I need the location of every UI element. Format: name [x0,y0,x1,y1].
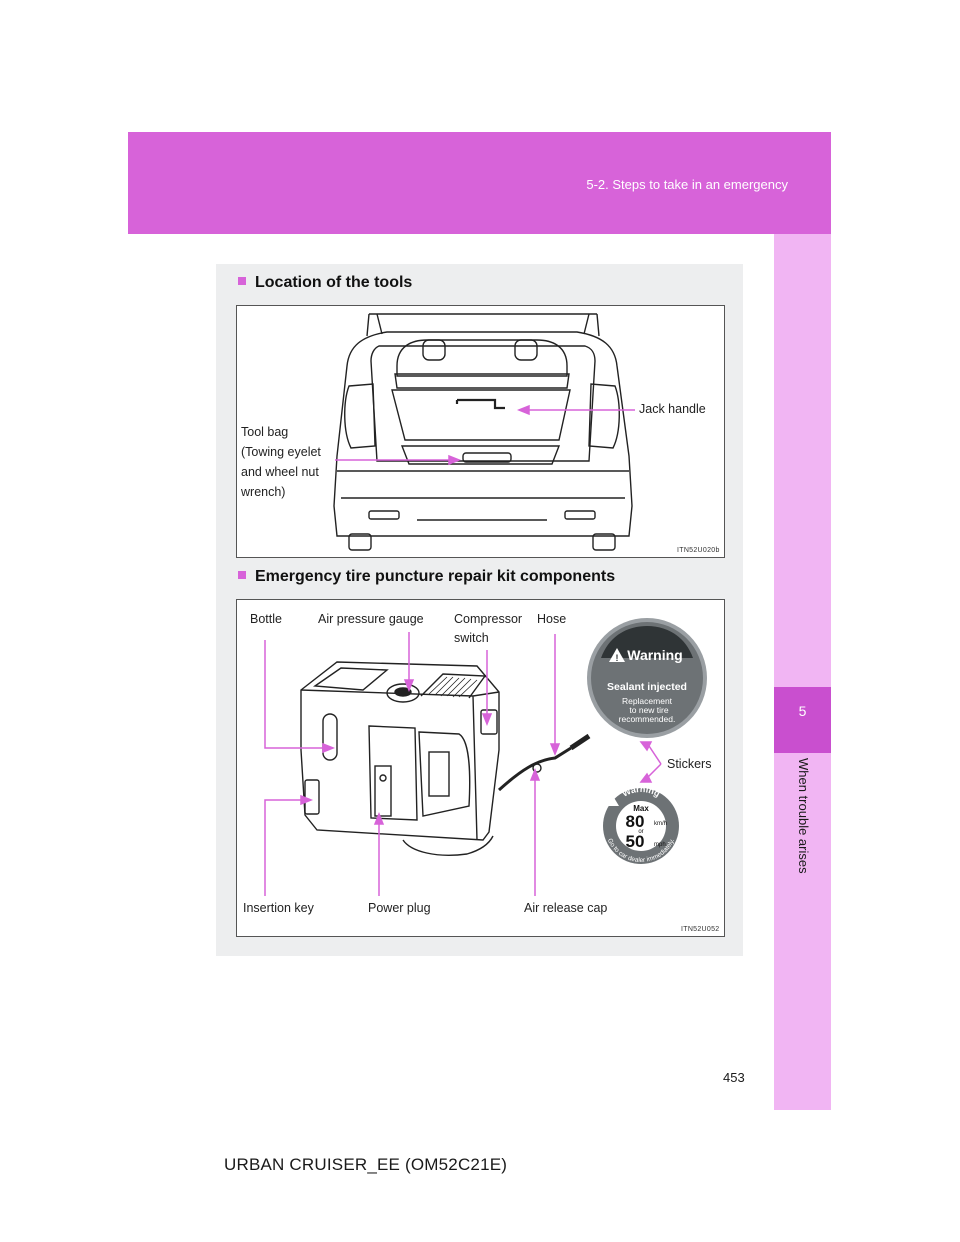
chapter-number: 5 [798,703,807,719]
sticker-line3: to new tire [629,705,668,715]
sticker-line2: Replacement [622,696,673,706]
sticker-sealant-text: Sealant injected [607,681,687,693]
heading-text: Location of the tools [255,274,413,291]
sticker-line4: recommended. [619,714,676,724]
chapter-label: When trouble arises [774,758,831,898]
footer-model: URBAN CRUISER_EE (OM52C21E) [224,1155,508,1174]
sealant-sticker: ! Warning Sealant injected Replacement t… [587,618,707,738]
jack-handle-label: Jack handle [639,402,706,416]
chapter-tab[interactable]: 5 [774,687,831,753]
insertion-key-label: Insertion key [243,901,314,915]
svg-text:!: ! [616,653,619,663]
sticker2-speed-kmh: 80 [626,812,645,831]
header-band: 5-2. Steps to take in an emergency [128,132,831,234]
sticker2-unit-kmh: km/h [654,821,667,827]
tool-bag-label: Tool bag [241,425,289,439]
sticker2-max: Max [633,804,649,813]
chapter-title: When trouble arises [796,758,811,874]
compressor-switch-label-line2: switch [454,631,489,645]
figure-code: ITN52U052 [681,926,720,933]
tools-location-figure: Jack handle Tool bag (Towing eyelet and … [236,305,725,558]
section-heading-repair-kit: Emergency tire puncture repair kit compo… [238,568,615,586]
figure-code: ITN52U020b [677,547,720,554]
sticker2-warning-text: Warning [620,784,661,799]
speed-sticker: Warning Go to car dealer immediately. Ma… [603,784,679,864]
sticker2-or: or [638,829,643,835]
hose-label: Hose [537,612,567,626]
heading-text: Emergency tire puncture repair kit compo… [255,568,616,585]
tool-bag-label-line3: and wheel nut [241,465,319,479]
bullet-square-icon [238,571,246,579]
repair-kit-figure: ! Warning Sealant injected Replacement t… [236,599,725,937]
side-tab [774,234,831,1110]
section-title: 5-2. Steps to take in an emergency [586,177,788,192]
content-panel: Location of the tools [216,264,743,956]
sticker2-speed-mph: 50 [626,832,645,851]
repair-kit-illustration: ! Warning Sealant injected Replacement t… [264,618,707,896]
svg-text:Warning: Warning [620,784,661,799]
compressor-switch-label: Compressor [454,612,523,626]
sticker2-unit-mph: mph [654,842,666,848]
section-heading-tools: Location of the tools [238,274,412,292]
tool-bag-label-line4: wrench) [241,485,286,499]
bottle-label: Bottle [250,612,282,626]
car-rear-illustration [333,313,635,551]
air-release-cap-label: Air release cap [524,901,608,915]
tool-bag-label-line2: (Towing eyelet [241,445,321,459]
air-pressure-gauge-label: Air pressure gauge [318,612,424,626]
power-plug-label: Power plug [368,901,431,915]
sticker-warning-text: Warning [627,647,682,663]
bullet-square-icon [238,277,246,285]
stickers-label: Stickers [667,757,712,771]
page-number: 453 [723,1070,745,1085]
